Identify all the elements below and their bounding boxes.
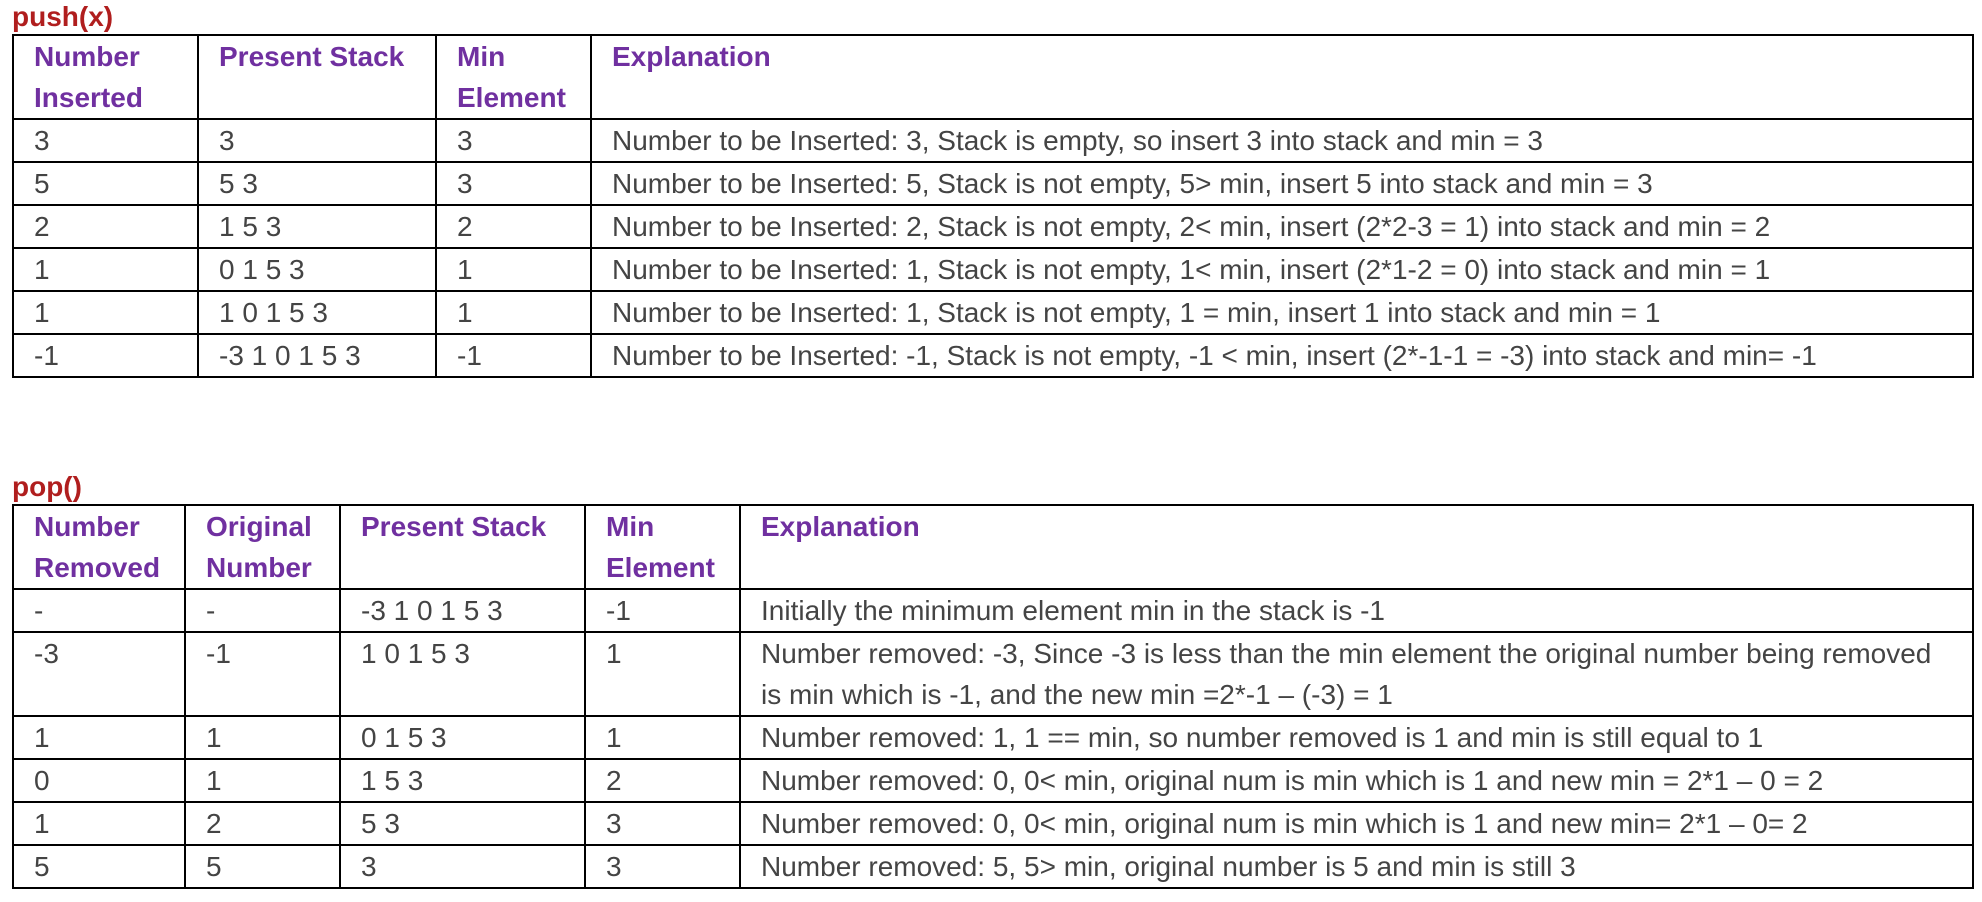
pop-min-element: 2 (584, 758, 741, 803)
pop-min-element: -1 (584, 588, 741, 633)
push-present-stack: 1 0 1 5 3 (197, 290, 437, 335)
pop-original-number: -1 (184, 631, 341, 717)
push-explanation: Number to be Inserted: 5, Stack is not e… (590, 161, 1974, 206)
pop-min-element: 3 (584, 801, 741, 846)
pop-min-element: 1 (584, 631, 741, 717)
table-row: 1 2 5 3 3 Number removed: 0, 0< min, ori… (12, 801, 1974, 846)
pop-present-stack: 1 0 1 5 3 (339, 631, 586, 717)
pop-present-stack: 1 5 3 (339, 758, 586, 803)
push-section: push(x) Number Inserted Present Stack Mi… (12, 0, 1974, 378)
table-row: 3 3 3 Number to be Inserted: 3, Stack is… (12, 118, 1974, 163)
push-min-element: -1 (435, 333, 592, 378)
push-present-stack: 1 5 3 (197, 204, 437, 249)
push-present-stack: 0 1 5 3 (197, 247, 437, 292)
table-row: 5 5 3 3 Number removed: 5, 5> min, origi… (12, 844, 1974, 889)
pop-min-element: 3 (584, 844, 741, 889)
pop-original-number: 1 (184, 715, 341, 760)
pop-min-element: 1 (584, 715, 741, 760)
table-row: 2 1 5 3 2 Number to be Inserted: 2, Stac… (12, 204, 1974, 249)
table-row: 1 0 1 5 3 1 Number to be Inserted: 1, St… (12, 247, 1974, 292)
push-number-inserted: -1 (12, 333, 199, 378)
push-min-element: 3 (435, 118, 592, 163)
pop-title: pop() (12, 471, 82, 502)
table-row: -3 -1 1 0 1 5 3 1 Number removed: -3, Si… (12, 631, 1974, 717)
push-number-inserted: 1 (12, 290, 199, 335)
pop-present-stack: 3 (339, 844, 586, 889)
push-min-element: 1 (435, 290, 592, 335)
pop-explanation: Number removed: 5, 5> min, original numb… (739, 844, 1974, 889)
pop-original-number: 2 (184, 801, 341, 846)
push-explanation: Number to be Inserted: 1, Stack is not e… (590, 290, 1974, 335)
pop-header-explanation: Explanation (739, 504, 1974, 590)
pop-number-removed: 1 (12, 801, 186, 846)
pop-table: Number Removed Original Number Present S… (12, 504, 1974, 889)
push-header-min-element: Min Element (435, 34, 592, 120)
pop-number-removed: -3 (12, 631, 186, 717)
push-header-explanation: Explanation (590, 34, 1974, 120)
pop-header-original-number: Original Number (184, 504, 341, 590)
table-row: 1 1 0 1 5 3 1 Number to be Inserted: 1, … (12, 290, 1974, 335)
push-min-element: 1 (435, 247, 592, 292)
push-title: push(x) (12, 1, 114, 32)
pop-header-number-removed: Number Removed (12, 504, 186, 590)
push-present-stack: 3 (197, 118, 437, 163)
pop-number-removed: 1 (12, 715, 186, 760)
push-header-number-inserted: Number Inserted (12, 34, 199, 120)
pop-explanation: Initially the minimum element min in the… (739, 588, 1974, 633)
pop-number-removed: 5 (12, 844, 186, 889)
pop-header-min-element: Min Element (584, 504, 741, 590)
pop-original-number: 1 (184, 758, 341, 803)
pop-original-number: - (184, 588, 341, 633)
pop-section: pop() Number Removed Original Number Pre… (12, 470, 1974, 889)
table-row: - - -3 1 0 1 5 3 -1 Initially the minimu… (12, 588, 1974, 633)
push-explanation: Number to be Inserted: 2, Stack is not e… (590, 204, 1974, 249)
push-present-stack: -3 1 0 1 5 3 (197, 333, 437, 378)
push-number-inserted: 2 (12, 204, 199, 249)
push-header-present-stack: Present Stack (197, 34, 437, 120)
pop-header-row: Number Removed Original Number Present S… (12, 504, 1974, 590)
table-row: -1 -3 1 0 1 5 3 -1 Number to be Inserted… (12, 333, 1974, 378)
push-number-inserted: 1 (12, 247, 199, 292)
table-row: 5 5 3 3 Number to be Inserted: 5, Stack … (12, 161, 1974, 206)
pop-present-stack: 5 3 (339, 801, 586, 846)
push-number-inserted: 5 (12, 161, 199, 206)
table-row: 0 1 1 5 3 2 Number removed: 0, 0< min, o… (12, 758, 1974, 803)
pop-explanation: Number removed: 0, 0< min, original num … (739, 801, 1974, 846)
pop-number-removed: 0 (12, 758, 186, 803)
push-present-stack: 5 3 (197, 161, 437, 206)
pop-explanation: Number removed: 1, 1 == min, so number r… (739, 715, 1974, 760)
pop-header-present-stack: Present Stack (339, 504, 586, 590)
table-row: 1 1 0 1 5 3 1 Number removed: 1, 1 == mi… (12, 715, 1974, 760)
push-explanation: Number to be Inserted: 3, Stack is empty… (590, 118, 1974, 163)
pop-number-removed: - (12, 588, 186, 633)
push-table: Number Inserted Present Stack Min Elemen… (12, 34, 1974, 378)
pop-present-stack: 0 1 5 3 (339, 715, 586, 760)
push-explanation: Number to be Inserted: 1, Stack is not e… (590, 247, 1974, 292)
push-explanation: Number to be Inserted: -1, Stack is not … (590, 333, 1974, 378)
pop-present-stack: -3 1 0 1 5 3 (339, 588, 586, 633)
pop-explanation: Number removed: 0, 0< min, original num … (739, 758, 1974, 803)
pop-explanation: Number removed: -3, Since -3 is less tha… (739, 631, 1974, 717)
push-header-row: Number Inserted Present Stack Min Elemen… (12, 34, 1974, 120)
pop-original-number: 5 (184, 844, 341, 889)
push-min-element: 3 (435, 161, 592, 206)
push-min-element: 2 (435, 204, 592, 249)
push-number-inserted: 3 (12, 118, 199, 163)
